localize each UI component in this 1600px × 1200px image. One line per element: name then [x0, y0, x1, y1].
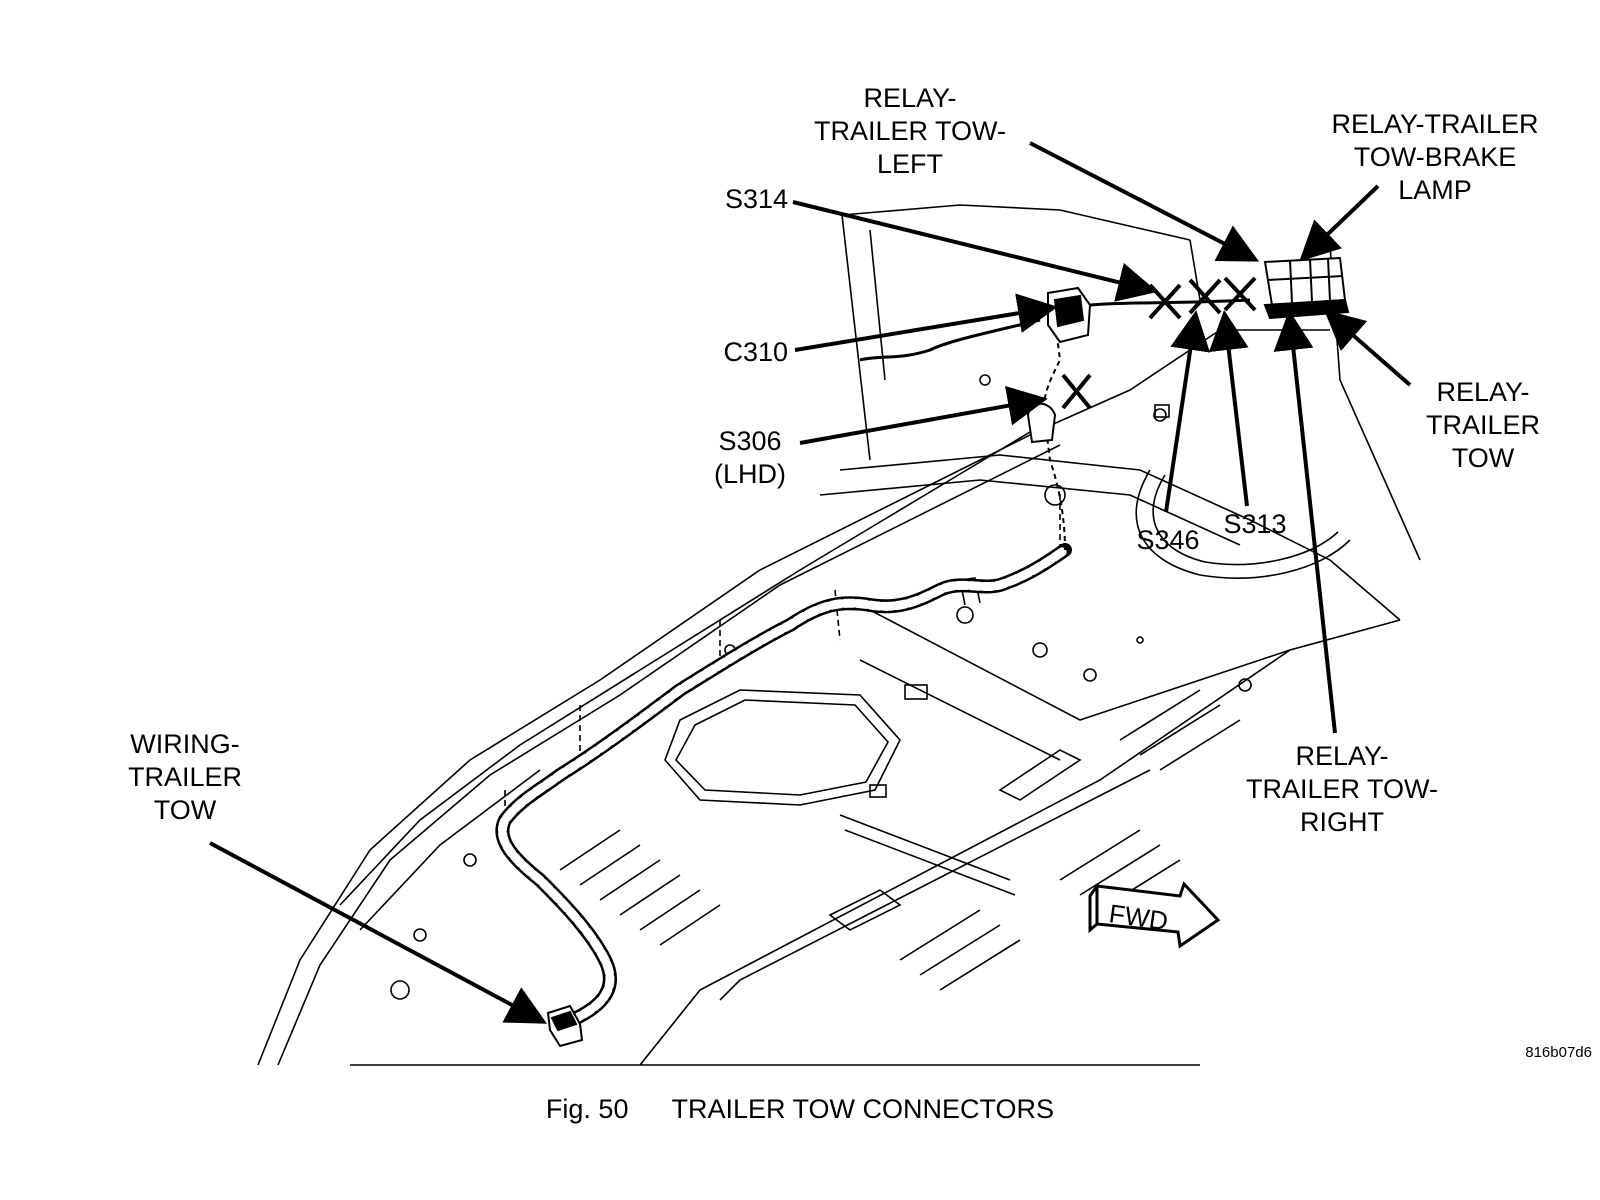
label-c310: C310 [723, 337, 788, 367]
relay-block [1263, 256, 1350, 320]
vehicle-floor-outline [257, 204, 1421, 1066]
c310-connector [1047, 286, 1092, 344]
label-relay-trailer-tow: RELAY- TRAILER TOW [1425, 377, 1541, 473]
splice-crosses [1148, 276, 1257, 320]
label-s313: S313 [1223, 509, 1287, 539]
figure-caption: Fig. 50 TRAILER TOW CONNECTORS [0, 1094, 1600, 1125]
s306-splice [1026, 373, 1092, 444]
label-wiring-trailer-tow: WIRING- TRAILER TOW [127, 729, 243, 825]
label-relay-trailer-tow-right: RELAY- TRAILER TOW- RIGHT [1245, 741, 1439, 837]
label-s306-lhd: S306 (LHD) [714, 426, 786, 489]
fwd-arrow: FWD [1088, 881, 1221, 949]
figure-number: Fig. 50 [545, 1094, 629, 1124]
label-relay-trailer-tow-brake-lamp: RELAY-TRAILER TOW-BRAKE LAMP [1331, 109, 1539, 205]
label-s346: S346 [1136, 525, 1200, 555]
leader-arrows [209, 141, 1412, 1024]
drawing-code: 816b07d6 [1525, 1044, 1592, 1061]
trailer-tow-connector [546, 1004, 584, 1048]
label-s314: S314 [724, 184, 788, 214]
label-relay-trailer-tow-left: RELAY- TRAILER TOW- LEFT [813, 83, 1007, 179]
figure-title: TRAILER TOW CONNECTORS [671, 1094, 1055, 1124]
